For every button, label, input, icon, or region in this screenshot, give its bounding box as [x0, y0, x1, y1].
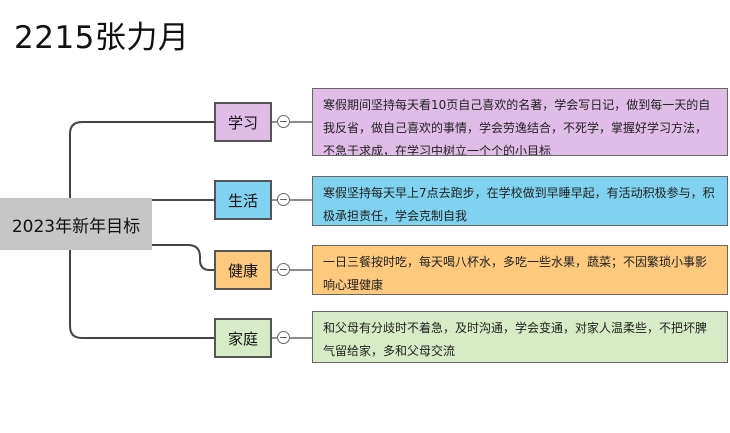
branch-label: 生活: [227, 191, 258, 210]
branch-label: 健康: [227, 261, 258, 280]
note-family: 和父母有分歧时不着急，及时沟通，学会变通，对家人温柔些，不把坏脾气留给家，多和父…: [312, 311, 728, 363]
note-health: 一日三餐按时吃，每天喝八杯水，多吃一些水果，蔬菜；不因繁琐小事影响心理健康: [312, 245, 728, 295]
branch-topic-life[interactable]: 生活: [214, 180, 272, 220]
collapse-icon[interactable]: −: [277, 263, 290, 276]
branch-topic-family[interactable]: 家庭: [214, 318, 272, 358]
branch-topic-health[interactable]: 健康: [214, 250, 272, 290]
central-topic[interactable]: 2023年新年目标: [0, 198, 152, 250]
page-title: 2215张力月: [14, 20, 190, 56]
note-study: 寒假期间坚持每天看10页自己喜欢的名著，学会写日记，做到每一天的自我反省，做自己…: [312, 88, 728, 156]
collapse-icon[interactable]: −: [277, 193, 290, 206]
collapse-icon[interactable]: −: [277, 331, 290, 344]
note-life: 寒假坚持每天早上7点去跑步，在学校做到早睡早起，有活动积极参与，积极承担责任，学…: [312, 176, 728, 226]
collapse-icon[interactable]: −: [277, 115, 290, 128]
branch-topic-study[interactable]: 学习: [214, 102, 272, 142]
branch-label: 家庭: [227, 329, 258, 348]
branch-label: 学习: [227, 113, 258, 132]
